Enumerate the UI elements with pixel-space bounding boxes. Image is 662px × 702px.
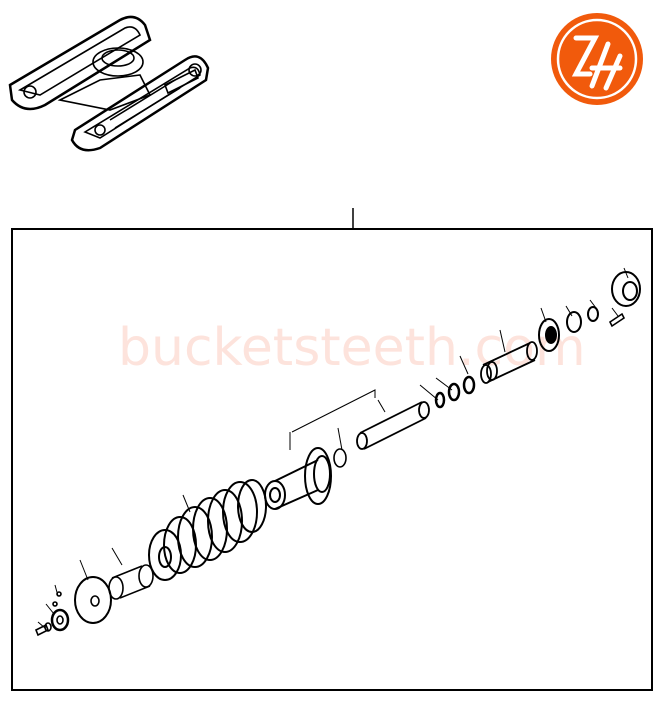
bushing (108, 564, 154, 600)
rings (434, 375, 476, 409)
leader-lines (37, 267, 629, 629)
zh-logo (551, 13, 643, 105)
watermark: bucketsteeth.com (118, 318, 586, 378)
sleeve (480, 341, 538, 384)
shaft (356, 401, 430, 450)
bolt-right (608, 312, 626, 328)
undercarriage-overview (8, 15, 210, 152)
flange-cap (538, 318, 560, 352)
diagram-frame (11, 228, 653, 691)
retainer-left (50, 591, 70, 632)
bolt-left (34, 622, 52, 637)
end-cap (611, 271, 641, 307)
o-ring-1 (333, 448, 347, 468)
idler-spring (148, 479, 267, 581)
thrust-disc (74, 576, 112, 624)
rings-right (566, 306, 599, 333)
idler-hub (264, 447, 332, 510)
